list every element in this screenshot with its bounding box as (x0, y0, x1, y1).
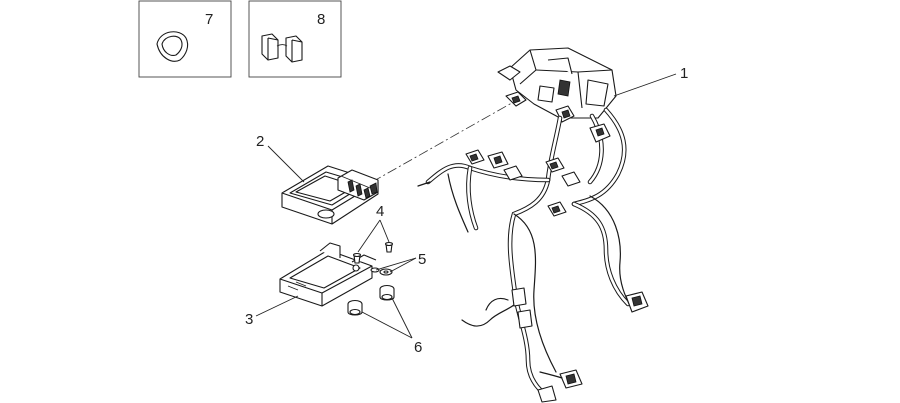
callout-8: 8 (317, 11, 325, 28)
cable-tie-clip-icon (156, 31, 189, 62)
washer-icon (370, 267, 393, 276)
ecu-mounting-bracket[interactable] (279, 242, 377, 307)
callout-3: 3 (245, 311, 253, 328)
callout-2: 2 (256, 133, 264, 150)
callout-5: 5 (418, 251, 426, 268)
callout-4: 4 (376, 203, 384, 220)
leader-lines (255, 73, 677, 339)
alignment-dashline (371, 99, 518, 183)
inset-box-part-7[interactable]: 7 (138, 0, 232, 78)
inset-box-part-8[interactable]: 8 (248, 0, 342, 78)
callout-7: 7 (205, 11, 213, 28)
split-sleeve-clip-icon (261, 33, 303, 63)
callout-1: 1 (680, 65, 688, 82)
wiring-harness[interactable] (417, 47, 649, 403)
screw-icon (352, 241, 394, 264)
callout-6: 6 (414, 339, 422, 356)
rubber-grommet-icon (347, 284, 395, 316)
ecu-control-unit[interactable] (281, 165, 379, 225)
